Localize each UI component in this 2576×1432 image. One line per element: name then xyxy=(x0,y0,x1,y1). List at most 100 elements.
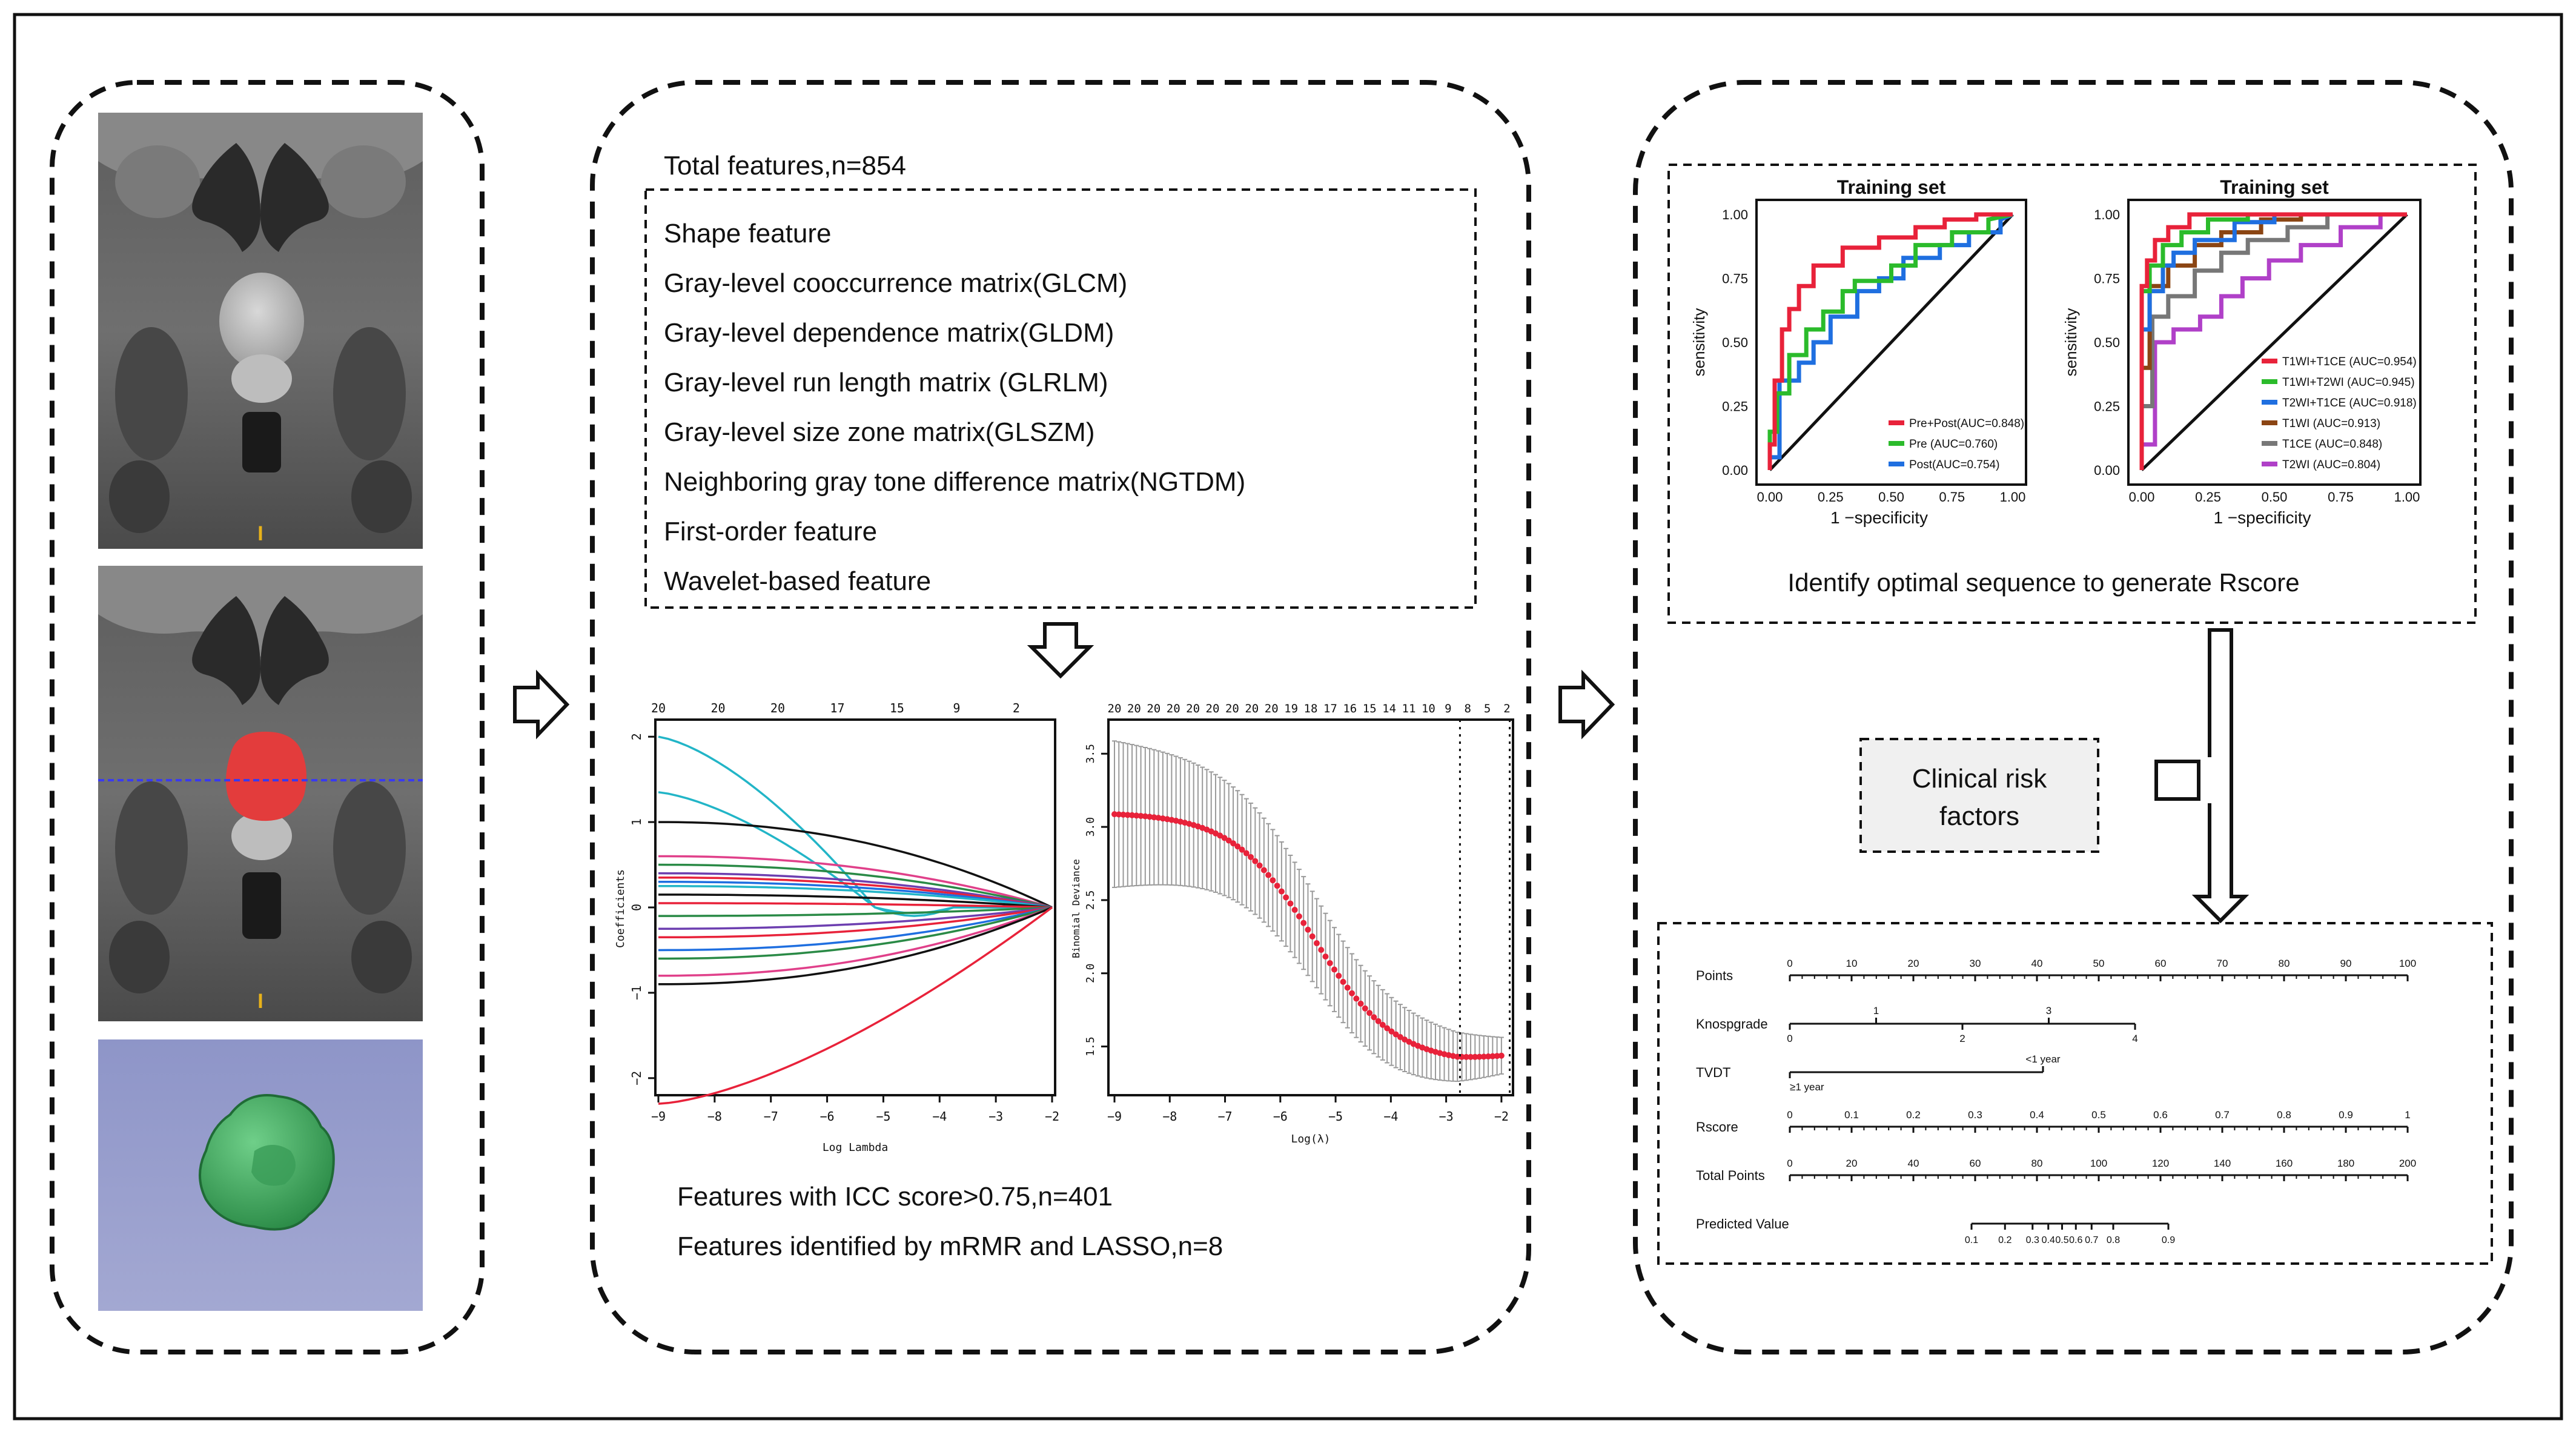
lasso-coef-ytick: −2 xyxy=(629,1071,644,1086)
roc-xtick: 0.00 xyxy=(1757,489,1783,505)
nomogram-tick-label: 0 xyxy=(1787,1158,1792,1169)
lasso-cv-toptick: 9 xyxy=(1445,702,1451,715)
nomogram-tick-label: 3 xyxy=(2046,1005,2051,1016)
lasso-coef-xtick: −4 xyxy=(932,1109,947,1124)
lasso-coef-path xyxy=(658,906,1053,917)
roc-legend-label: T1CE (AUC=0.848) xyxy=(2282,438,2382,451)
nomogram-tick-label: 20 xyxy=(1846,1158,1858,1169)
lasso-cv-point xyxy=(1340,978,1346,985)
nomogram-tick-label: 100 xyxy=(2090,1158,2107,1169)
nomogram-row-label: Total Points xyxy=(1696,1168,1765,1183)
lasso-coef-toptick: 20 xyxy=(651,701,666,715)
lasso-cv-ytick: 1.5 xyxy=(1084,1036,1097,1056)
lasso-cv-ytick: 3.0 xyxy=(1084,817,1097,837)
roc-series-line xyxy=(2139,212,2407,470)
nomogram-tick-label: 0.3 xyxy=(1968,1109,1982,1121)
clinical-risk-line2: factors xyxy=(1939,801,2019,831)
nomogram-tick-label: 50 xyxy=(2093,958,2105,969)
lasso-cv-point xyxy=(1326,960,1333,966)
nomogram-tick-label: 140 xyxy=(2214,1158,2231,1169)
lasso-coef-path xyxy=(658,855,1053,909)
roc-ytick: 1.00 xyxy=(1722,207,1748,222)
lasso-cv-xtick: −4 xyxy=(1383,1109,1398,1124)
lasso-cv-point xyxy=(1225,837,1232,844)
nomogram-tick-label: 0.5 xyxy=(2091,1109,2106,1121)
nomogram-tick-label: 70 xyxy=(2217,958,2228,969)
roc-title: Training set xyxy=(1837,176,1946,198)
nomogram-tick-label: 90 xyxy=(2340,958,2352,969)
lasso-cv-point xyxy=(1243,850,1250,857)
roc-ylabel: sensitivity xyxy=(1690,308,1708,377)
lasso-cv-point xyxy=(1362,1005,1368,1012)
nomogram-tick-label: 100 xyxy=(2399,958,2416,969)
lasso-coef-xtick: −6 xyxy=(820,1109,835,1124)
lasso-cv-point xyxy=(1291,907,1298,913)
roc-xlabel: 1 −specificity xyxy=(1830,508,1928,527)
nomogram-row-label: Knospgrade xyxy=(1696,1016,1768,1032)
lasso-cv-point xyxy=(1129,812,1136,818)
nomogram-tick-label: 20 xyxy=(1908,958,1919,969)
roc-legend-label: T1WI+T1CE (AUC=0.954) xyxy=(2282,356,2417,368)
lasso-cv-point xyxy=(1270,877,1276,884)
nomogram-tick-label: 0 xyxy=(1787,1109,1792,1121)
roc-ytick: 1.00 xyxy=(2094,207,2120,222)
roc-ytick: 0.00 xyxy=(2094,463,2120,478)
roc-box xyxy=(1667,164,2477,624)
roc-reference-line xyxy=(1769,213,2014,471)
lasso-coef-path xyxy=(658,821,1053,909)
lasso-cv-toptick: 20 xyxy=(1147,702,1161,715)
feature-type-item: Shape feature xyxy=(664,219,831,248)
lasso-coef-path xyxy=(658,880,1053,909)
roc-legend-label: T2WI (AUC=0.804) xyxy=(2282,459,2380,471)
lasso-cv-toptick: 8 xyxy=(1464,702,1471,715)
scale-marker-2: I xyxy=(257,990,263,1013)
nomogram-row-label: Rscore xyxy=(1696,1119,1738,1135)
nomogram-tick-label: 0.7 xyxy=(2215,1109,2230,1121)
nomogram-tick-label: ≥1 year xyxy=(1790,1081,1824,1093)
lasso-coef-path xyxy=(658,791,1052,915)
lasso-coef-path xyxy=(658,863,1053,909)
lasso-cv-point xyxy=(1287,900,1294,907)
nomogram-tick-label: 0.8 xyxy=(2107,1235,2120,1245)
feature-type-item: Wavelet-based feature xyxy=(664,566,931,596)
lasso-cv-point xyxy=(1498,1052,1505,1059)
lasso-coef-xtick: −7 xyxy=(764,1109,778,1124)
lasso-cv-toptick: 5 xyxy=(1484,702,1491,715)
lasso-coef-ytick: 1 xyxy=(629,818,644,826)
lasso-cv-xtick: −5 xyxy=(1328,1109,1343,1124)
lasso-cv-point xyxy=(1397,1034,1403,1041)
roc-ytick: 0.50 xyxy=(2094,335,2120,350)
lasso-cv-point xyxy=(1388,1028,1395,1035)
roc-title: Training set xyxy=(2220,176,2329,198)
lasso-cv-ytick: 3.5 xyxy=(1084,744,1097,764)
lasso-cv-point xyxy=(1494,1053,1500,1059)
feature-type-item: Gray-level dependence matrix(GLDM) xyxy=(664,318,1114,348)
lasso-cv-toptick: 18 xyxy=(1304,702,1318,715)
lasso-cv-ylabel: Binomial Deviance xyxy=(1070,859,1082,958)
icc-features-text: Features with ICC score>0.75,n=401 xyxy=(677,1182,1113,1212)
roc-xtick: 0.75 xyxy=(1939,489,1965,505)
lasso-cv-toptick: 20 xyxy=(1108,702,1122,715)
roc-legend-label: Pre (AUC=0.760) xyxy=(1909,438,1998,451)
nomogram-row-label: TVDT xyxy=(1696,1065,1730,1080)
nomogram-row-label: Predicted Value xyxy=(1696,1216,1789,1231)
nomogram-tick-label: 0.2 xyxy=(1998,1235,2011,1245)
lasso-cv-point xyxy=(1265,872,1272,878)
lasso-cv-frame xyxy=(1107,718,1514,1096)
nomogram-tick-label: 0.9 xyxy=(2162,1235,2175,1245)
feature-type-item: Gray-level size zone matrix(GLSZM) xyxy=(664,417,1094,447)
lasso-coef-xtick: −5 xyxy=(876,1109,890,1124)
lasso-coef-path xyxy=(658,906,1053,986)
lasso-cv-toptick: 20 xyxy=(1245,702,1259,715)
lasso-cv-toptick: 14 xyxy=(1382,702,1396,715)
lasso-cv-chart: Binomial Deviance Log(λ) −9−8−7−6−5−4−3−… xyxy=(1070,702,1514,1145)
lasso-coef-path xyxy=(658,872,1053,909)
roc-ytick: 0.25 xyxy=(2094,399,2120,414)
lasso-coef-xtick: −8 xyxy=(707,1109,722,1124)
lasso-coef-path xyxy=(658,906,1053,930)
nomogram-tick-label: 160 xyxy=(2276,1158,2293,1169)
roc-xtick: 0.50 xyxy=(2262,489,2288,505)
roc-legend-label: Post(AUC=0.754) xyxy=(1909,459,1999,471)
roc-series-line xyxy=(2139,212,2407,470)
